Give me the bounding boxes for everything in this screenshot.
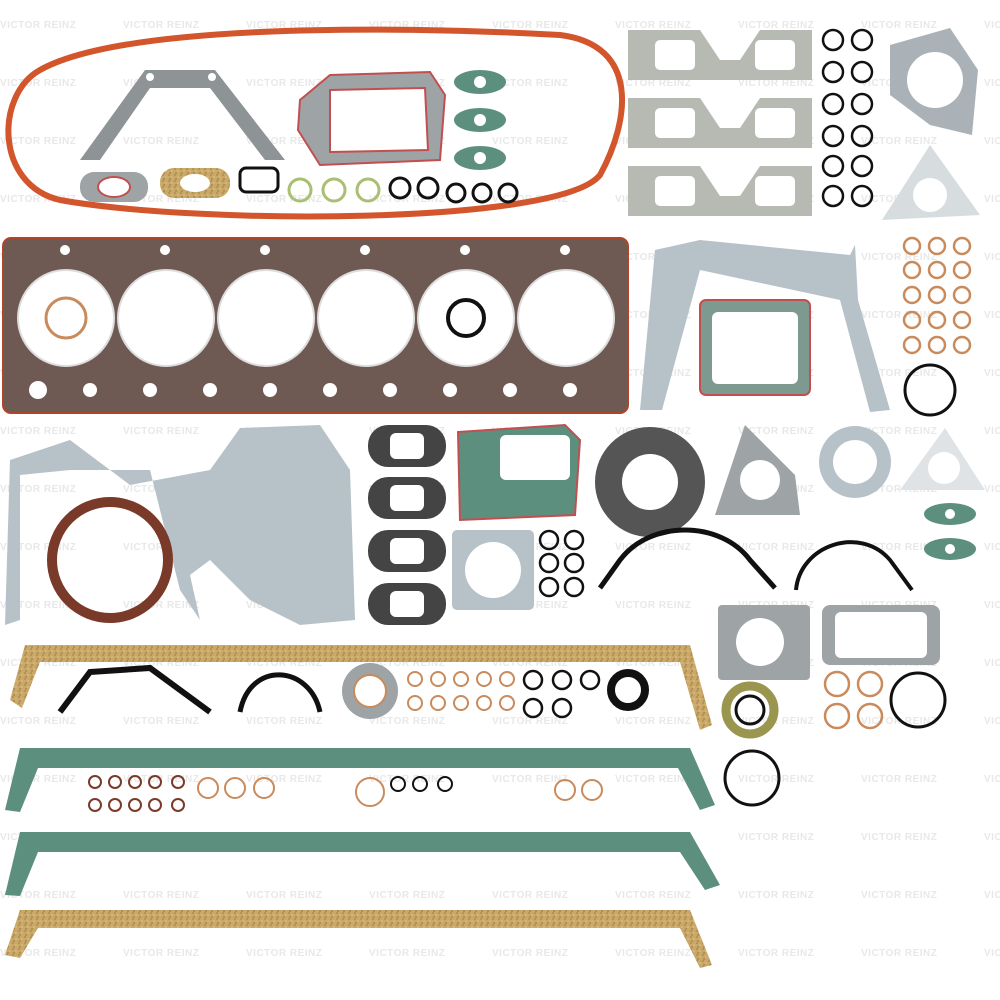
timing-cover-gasket bbox=[5, 425, 355, 625]
oil-pan-gasket-cork-top bbox=[10, 645, 712, 730]
rear-cover-gasket bbox=[80, 70, 285, 160]
oil-pan-gasket-green-1 bbox=[5, 748, 715, 812]
oil-pan-gasket-green-2 bbox=[5, 832, 720, 896]
rocker-cover-gasket bbox=[5, 26, 625, 220]
oil-pan-gasket-cork-bottom bbox=[5, 910, 712, 968]
